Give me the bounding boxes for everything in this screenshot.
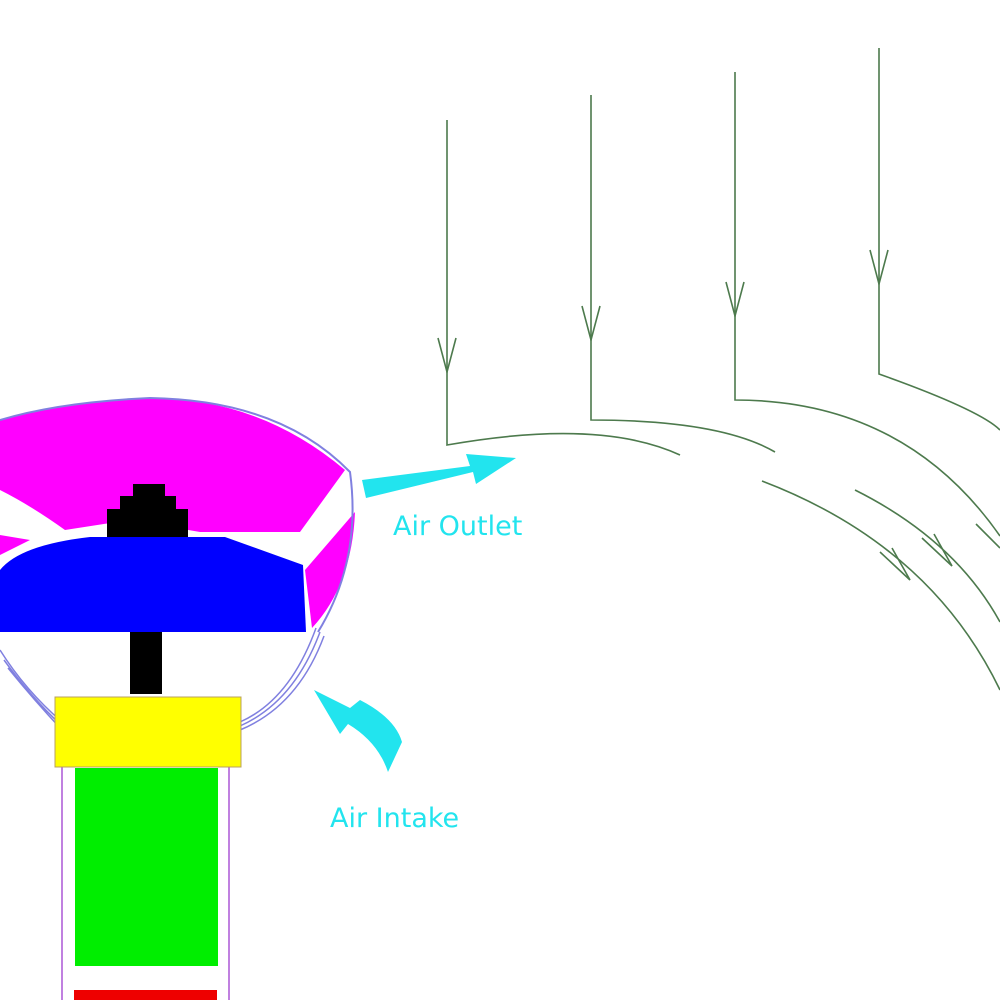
flow-arrowhead-4	[869, 249, 889, 288]
air-outlet-label: Air Outlet	[393, 511, 522, 542]
indicator-arrows	[314, 454, 516, 772]
dome-outline	[0, 396, 354, 633]
flow-arrowhead-3	[725, 281, 745, 320]
motor-hub	[107, 484, 188, 537]
flow-line-3	[734, 72, 1000, 537]
dome-left-vane	[0, 535, 30, 555]
flow-arrowhead-7	[975, 523, 1000, 549]
air-outlet-arrow	[362, 454, 516, 498]
dome-side-vane	[305, 512, 355, 628]
dome-top	[0, 398, 345, 532]
air-intake-arrow	[314, 690, 402, 772]
impeller-disc	[0, 537, 306, 632]
flow-arrowhead-6	[921, 533, 953, 567]
housing-outline	[0, 627, 325, 731]
flow-line-2	[590, 95, 776, 453]
air-flow-lines	[437, 48, 1000, 691]
base-block	[74, 990, 217, 1000]
flow-line-4	[878, 48, 1000, 431]
device	[0, 396, 355, 1000]
flow-arrowhead-5	[879, 547, 911, 581]
collar-block	[54, 696, 242, 768]
flow-line-6	[854, 489, 1000, 623]
air-intake-label: Air Intake	[330, 803, 459, 834]
flow-arrowhead-1	[437, 337, 457, 376]
motor-shaft	[130, 632, 162, 694]
body-block	[75, 768, 218, 966]
flow-line-1	[446, 120, 681, 456]
flow-line-5	[761, 480, 1000, 691]
flow-arrowhead-2	[581, 305, 601, 344]
